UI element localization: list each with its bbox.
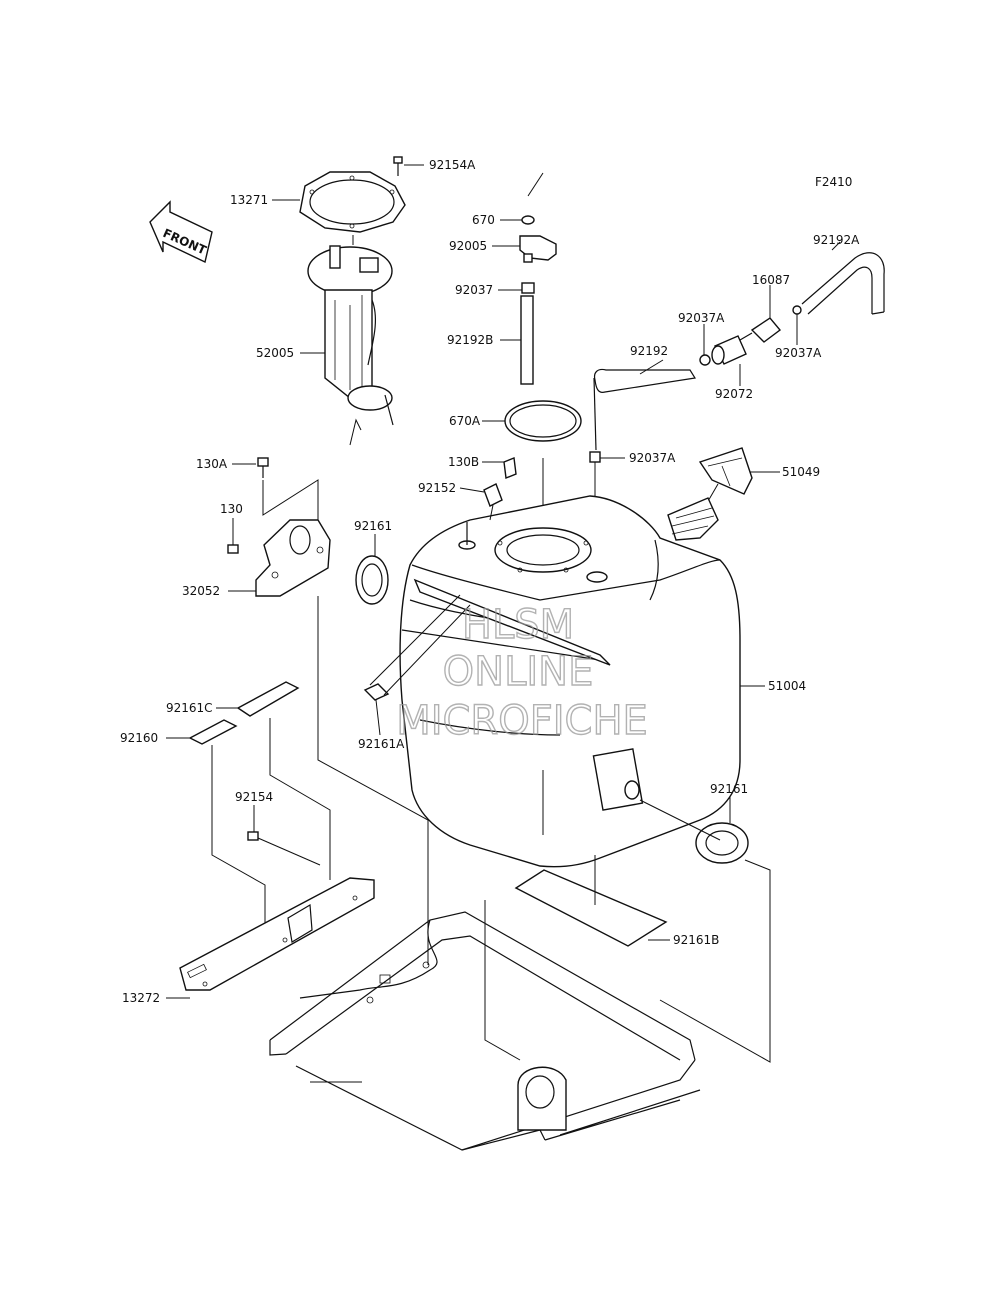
bolt-130B: [503, 457, 517, 479]
label-92152: 92152: [418, 481, 456, 495]
front-arrow-icon: FRONT: [149, 200, 213, 264]
hose-92192: [593, 368, 696, 451]
reference-frame: [269, 911, 701, 1151]
rubber-92161-lower: [695, 822, 749, 864]
label-92161-upper: 92161: [354, 519, 392, 533]
label-92161B: 92161B: [673, 933, 719, 947]
fuel-filter-16087: [739, 317, 782, 343]
clamp-92037A-c: [589, 451, 601, 463]
label-92192A: 92192A: [813, 233, 860, 247]
label-92160: 92160: [120, 731, 158, 745]
fuel-cap-51049: [698, 447, 753, 495]
label-130: 130: [220, 502, 243, 516]
clamp-92037: [521, 282, 535, 294]
label-32052: 32052: [182, 584, 220, 598]
valve-92005: [519, 235, 557, 263]
label-13271: 13271: [230, 193, 268, 207]
label-92192B: 92192B: [447, 333, 493, 347]
bolt-130: [227, 544, 239, 554]
label-92154A: 92154A: [429, 158, 476, 172]
label-92037A-1: 92037A: [678, 311, 725, 325]
label-92037: 92037: [455, 283, 493, 297]
watermark-line-1: HLSM: [462, 602, 574, 648]
mat-92160: [188, 719, 238, 745]
label-13272: 13272: [122, 991, 160, 1005]
label-92161A: 92161A: [358, 737, 405, 751]
label-670A: 670A: [449, 414, 481, 428]
label-51004: 51004: [768, 679, 806, 693]
label-92161C: 92161C: [166, 701, 213, 715]
bolt-92154A: [393, 156, 403, 176]
label-92037A-2: 92037A: [775, 346, 822, 360]
clamp-92037A-a: [699, 354, 711, 366]
hose-92192A: [801, 252, 885, 315]
mat-92161B: [514, 869, 668, 947]
bolt-130A: [257, 457, 269, 478]
figure-code: F2410: [815, 175, 852, 189]
label-92192: 92192: [630, 344, 668, 358]
label-52005: 52005: [256, 346, 294, 360]
label-92037A-3: 92037A: [629, 451, 676, 465]
watermark-line-3: MICROFICHE: [396, 698, 648, 744]
rubber-92161A: [363, 683, 390, 701]
bracket-32052: [255, 519, 331, 597]
label-130A: 130A: [196, 457, 228, 471]
label-92072: 92072: [715, 387, 753, 401]
hose-92192B: [520, 295, 534, 385]
watermark-line-2: ONLINE: [443, 649, 594, 695]
label-51049: 51049: [782, 465, 820, 479]
mat-92161C: [236, 681, 300, 717]
joint-92072: [711, 335, 747, 365]
bolt-92154: [247, 831, 259, 841]
o-ring-670A: [504, 400, 582, 442]
fuel-pump-gasket-13271: [299, 171, 406, 233]
clamp-92037A-b: [792, 305, 802, 315]
label-16087: 16087: [752, 273, 790, 287]
label-92161-lower: 92161: [710, 782, 748, 796]
fuel-pump-52005: [307, 245, 394, 426]
o-ring-670: [521, 215, 535, 225]
label-670: 670: [472, 213, 495, 227]
label-92154: 92154: [235, 790, 273, 804]
fuel-tank-51004: [399, 495, 741, 868]
bracket-13272: [179, 877, 375, 991]
collar-92152: [483, 483, 503, 507]
rubber-92161-upper: [355, 555, 389, 605]
label-130B: 130B: [448, 455, 479, 469]
label-92005: 92005: [449, 239, 487, 253]
